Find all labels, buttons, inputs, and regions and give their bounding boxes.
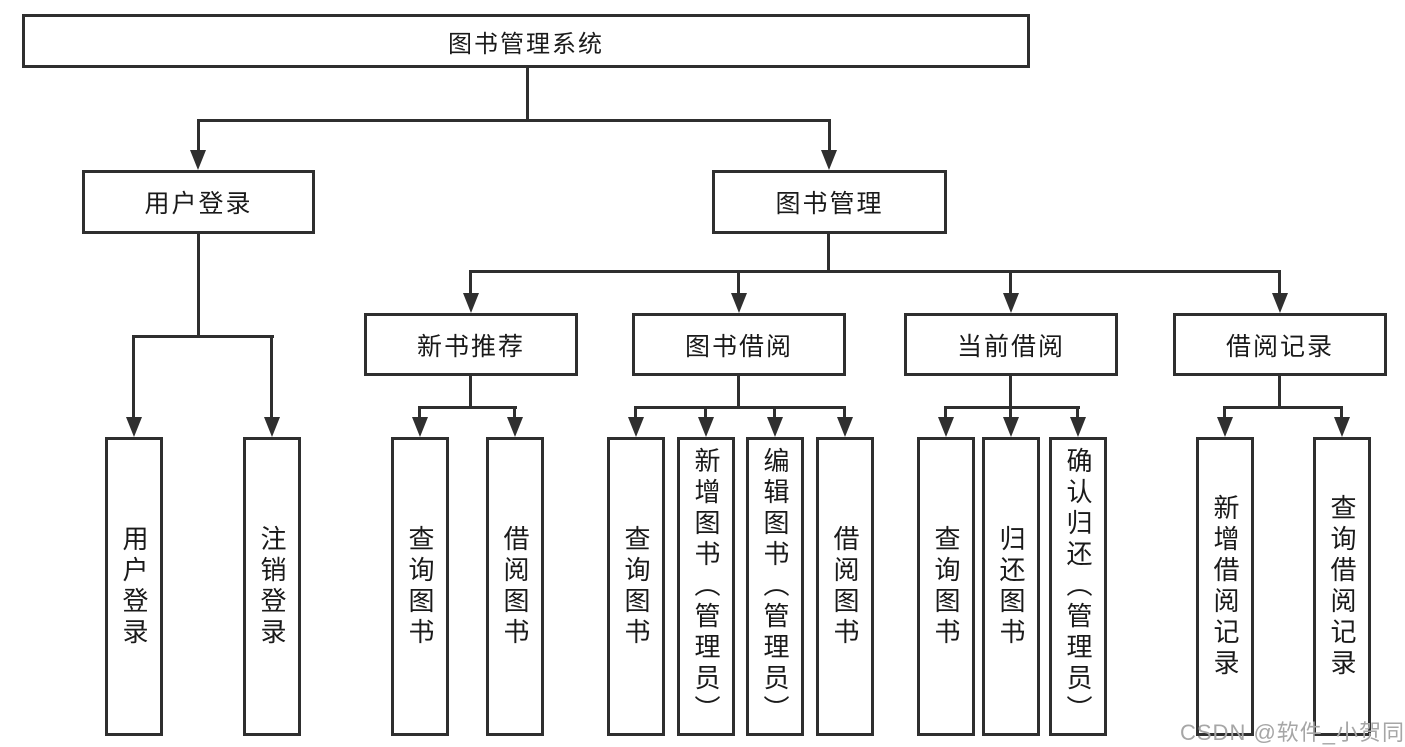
arrow-down	[126, 417, 142, 437]
arrow-down	[1272, 293, 1288, 313]
connector-line	[469, 270, 472, 295]
node-book-management: 图书管理	[712, 170, 947, 234]
leaf-query-borrow-record: 查询借阅记录	[1313, 437, 1371, 736]
arrow-down	[1334, 417, 1350, 437]
node-label: 新增借阅记录	[1210, 493, 1240, 680]
node-label: 归还图书	[996, 524, 1026, 649]
connector-line	[773, 406, 776, 419]
leaf-query-books-recommend: 查询图书	[391, 437, 449, 736]
connector-line	[132, 335, 135, 419]
connector-line	[1278, 375, 1281, 408]
connector-line	[944, 406, 1080, 409]
node-label: 图书管理	[775, 190, 884, 218]
leaf-logout: 注销登录	[243, 437, 301, 736]
connector-line	[634, 406, 637, 419]
node-label: 借阅记录	[1225, 332, 1334, 361]
leaf-confirm-return-admin: 确认归还（管理员）	[1049, 437, 1107, 736]
arrow-down	[1217, 417, 1233, 437]
connector-line	[1076, 406, 1079, 419]
leaf-user-login: 用户登录	[105, 437, 163, 736]
node-label: 查询借阅记录	[1327, 493, 1357, 680]
connector-line	[418, 406, 421, 419]
connector-line	[1340, 406, 1343, 419]
watermark: CSDN @软件_小贺同学	[1180, 720, 1405, 745]
connector-line	[469, 375, 472, 408]
node-borrowing-records: 借阅记录	[1173, 313, 1387, 376]
node-label: 查询图书	[405, 524, 435, 649]
connector-line	[197, 119, 200, 154]
node-label: 编辑图书（管理员）	[760, 447, 790, 726]
node-book-borrowing: 图书借阅	[632, 313, 846, 376]
connector-line	[843, 406, 846, 419]
arrow-down	[837, 417, 853, 437]
leaf-add-borrow-record: 新增借阅记录	[1196, 437, 1254, 736]
connector-line	[132, 335, 274, 338]
node-current-borrowing: 当前借阅	[904, 313, 1118, 376]
node-new-book-recommendation: 新书推荐	[364, 313, 578, 376]
connector-line	[270, 335, 273, 419]
connector-line	[737, 375, 740, 408]
arrow-down	[821, 150, 837, 170]
node-label: 查询图书	[931, 524, 961, 649]
leaf-borrow-books-borrowing: 借阅图书	[816, 437, 874, 736]
node-label: 用户登录	[119, 524, 149, 649]
arrow-down	[938, 417, 954, 437]
connector-line	[418, 406, 517, 409]
arrow-down	[1070, 417, 1086, 437]
node-label: 新书推荐	[416, 332, 525, 361]
node-user-login: 用户登录	[82, 170, 315, 234]
arrow-down	[731, 293, 747, 313]
connector-line	[634, 406, 846, 409]
arrow-down	[1003, 417, 1019, 437]
connector-line	[1278, 270, 1281, 295]
arrow-down	[463, 293, 479, 313]
arrow-down	[507, 417, 523, 437]
connector-line	[1223, 406, 1343, 409]
node-label: 当前借阅	[956, 332, 1065, 361]
connector-line	[1009, 375, 1012, 408]
leaf-add-books-admin: 新增图书（管理员）	[677, 437, 735, 736]
arrow-down	[767, 417, 783, 437]
node-label: 图书借阅	[684, 332, 793, 361]
connector-line	[1009, 406, 1012, 419]
arrow-down	[264, 417, 280, 437]
node-label: 确认归还（管理员）	[1063, 447, 1093, 726]
connector-line	[704, 406, 707, 419]
leaf-query-books-borrowing: 查询图书	[607, 437, 665, 736]
connector-line	[526, 66, 529, 122]
leaf-edit-books-admin: 编辑图书（管理员）	[746, 437, 804, 736]
node-label: 注销登录	[257, 524, 287, 649]
connector-line	[944, 406, 947, 419]
arrow-down	[190, 150, 206, 170]
connector-line	[197, 232, 200, 337]
connector-line	[197, 119, 831, 122]
connector-line	[737, 270, 740, 295]
arrow-down	[698, 417, 714, 437]
connector-line	[827, 234, 830, 272]
node-label: 用户登录	[144, 190, 253, 218]
connector-line	[828, 119, 831, 154]
leaf-borrow-books-recommend: 借阅图书	[486, 437, 544, 736]
arrow-down	[412, 417, 428, 437]
node-label: 新增图书（管理员）	[691, 447, 721, 726]
connector-line	[1009, 270, 1012, 295]
connector-line	[469, 270, 1281, 273]
node-library-management-system: 图书管理系统	[22, 14, 1030, 68]
node-label: 借阅图书	[500, 524, 530, 649]
leaf-return-books: 归还图书	[982, 437, 1040, 736]
node-label: 查询图书	[621, 524, 651, 649]
arrow-down	[628, 417, 644, 437]
connector-line	[1223, 406, 1226, 419]
leaf-query-books-current: 查询图书	[917, 437, 975, 736]
connector-line	[513, 406, 516, 419]
arrow-down	[1003, 293, 1019, 313]
node-label: 借阅图书	[830, 524, 860, 649]
node-label: 图书管理系统	[448, 30, 604, 58]
